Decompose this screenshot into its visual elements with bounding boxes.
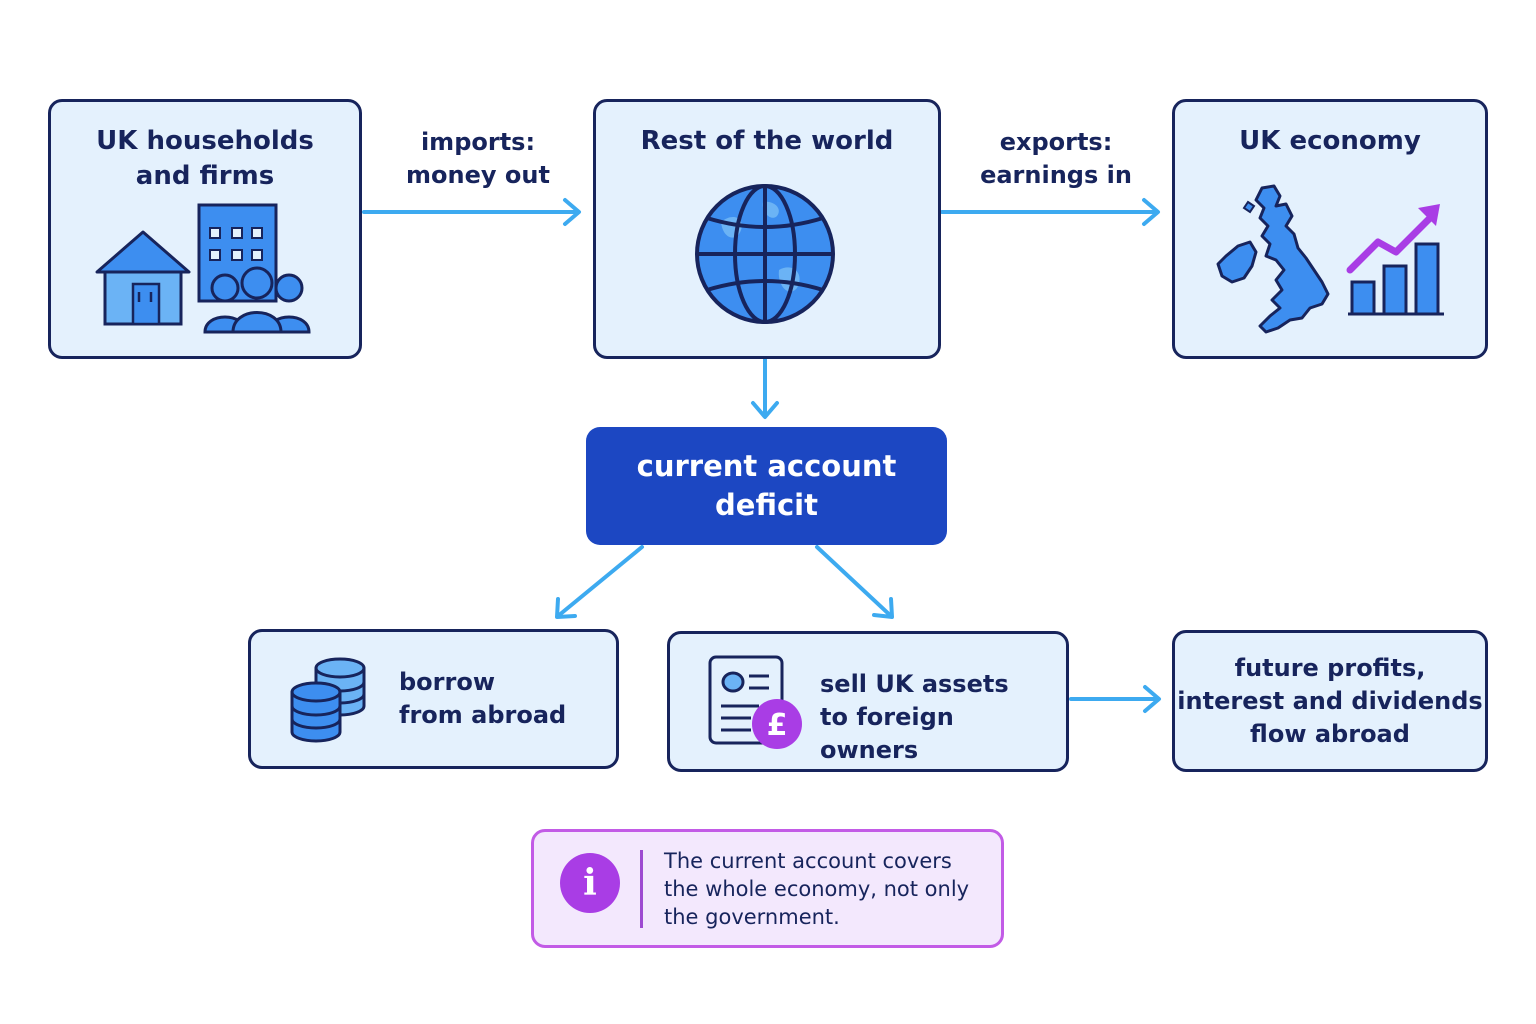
- people-group-icon: [203, 266, 311, 334]
- rest-of-world-title: Rest of the world: [640, 126, 894, 156]
- exports-arrow: [940, 198, 1160, 226]
- current-account-deficit-box: current account deficit: [586, 427, 947, 545]
- households-title: UK households and firms: [96, 126, 314, 191]
- future-flows-label: future profits, interest and dividends f…: [1177, 654, 1483, 748]
- sell-assets-to-future-arrow: [1069, 685, 1161, 713]
- exports-label: exports: earnings in: [980, 128, 1132, 189]
- globe-icon: [695, 184, 835, 324]
- info-note: i The current account covers the whole e…: [531, 829, 1004, 948]
- uk-map-icon: [1216, 184, 1330, 334]
- note-divider: [640, 850, 643, 928]
- info-icon: i: [560, 853, 620, 913]
- imports-label: imports: money out: [406, 128, 550, 189]
- uk-economy-title: UK economy: [1239, 126, 1421, 156]
- note-text: The current account covers the whole eco…: [664, 849, 970, 929]
- deficit-to-borrow-arrow: [555, 545, 644, 619]
- deficit-to-sell-assets-arrow: [815, 545, 894, 619]
- future-flows-node: future profits, interest and dividends f…: [1172, 630, 1488, 772]
- svg-text:£: £: [767, 708, 788, 743]
- uk-economy-node: UK economy: [1172, 99, 1488, 359]
- sell-assets-label: sell UK assets to foreign owners: [820, 670, 1009, 764]
- imports-arrow: [362, 198, 581, 226]
- house-icon: [95, 230, 191, 326]
- document-pound-icon: £: [708, 655, 802, 749]
- coin-stacks-icon: [290, 657, 366, 743]
- world-to-deficit-arrow: [751, 357, 779, 419]
- borrow-label: borrow from abroad: [399, 668, 567, 729]
- rising-bar-chart-icon: [1346, 204, 1444, 316]
